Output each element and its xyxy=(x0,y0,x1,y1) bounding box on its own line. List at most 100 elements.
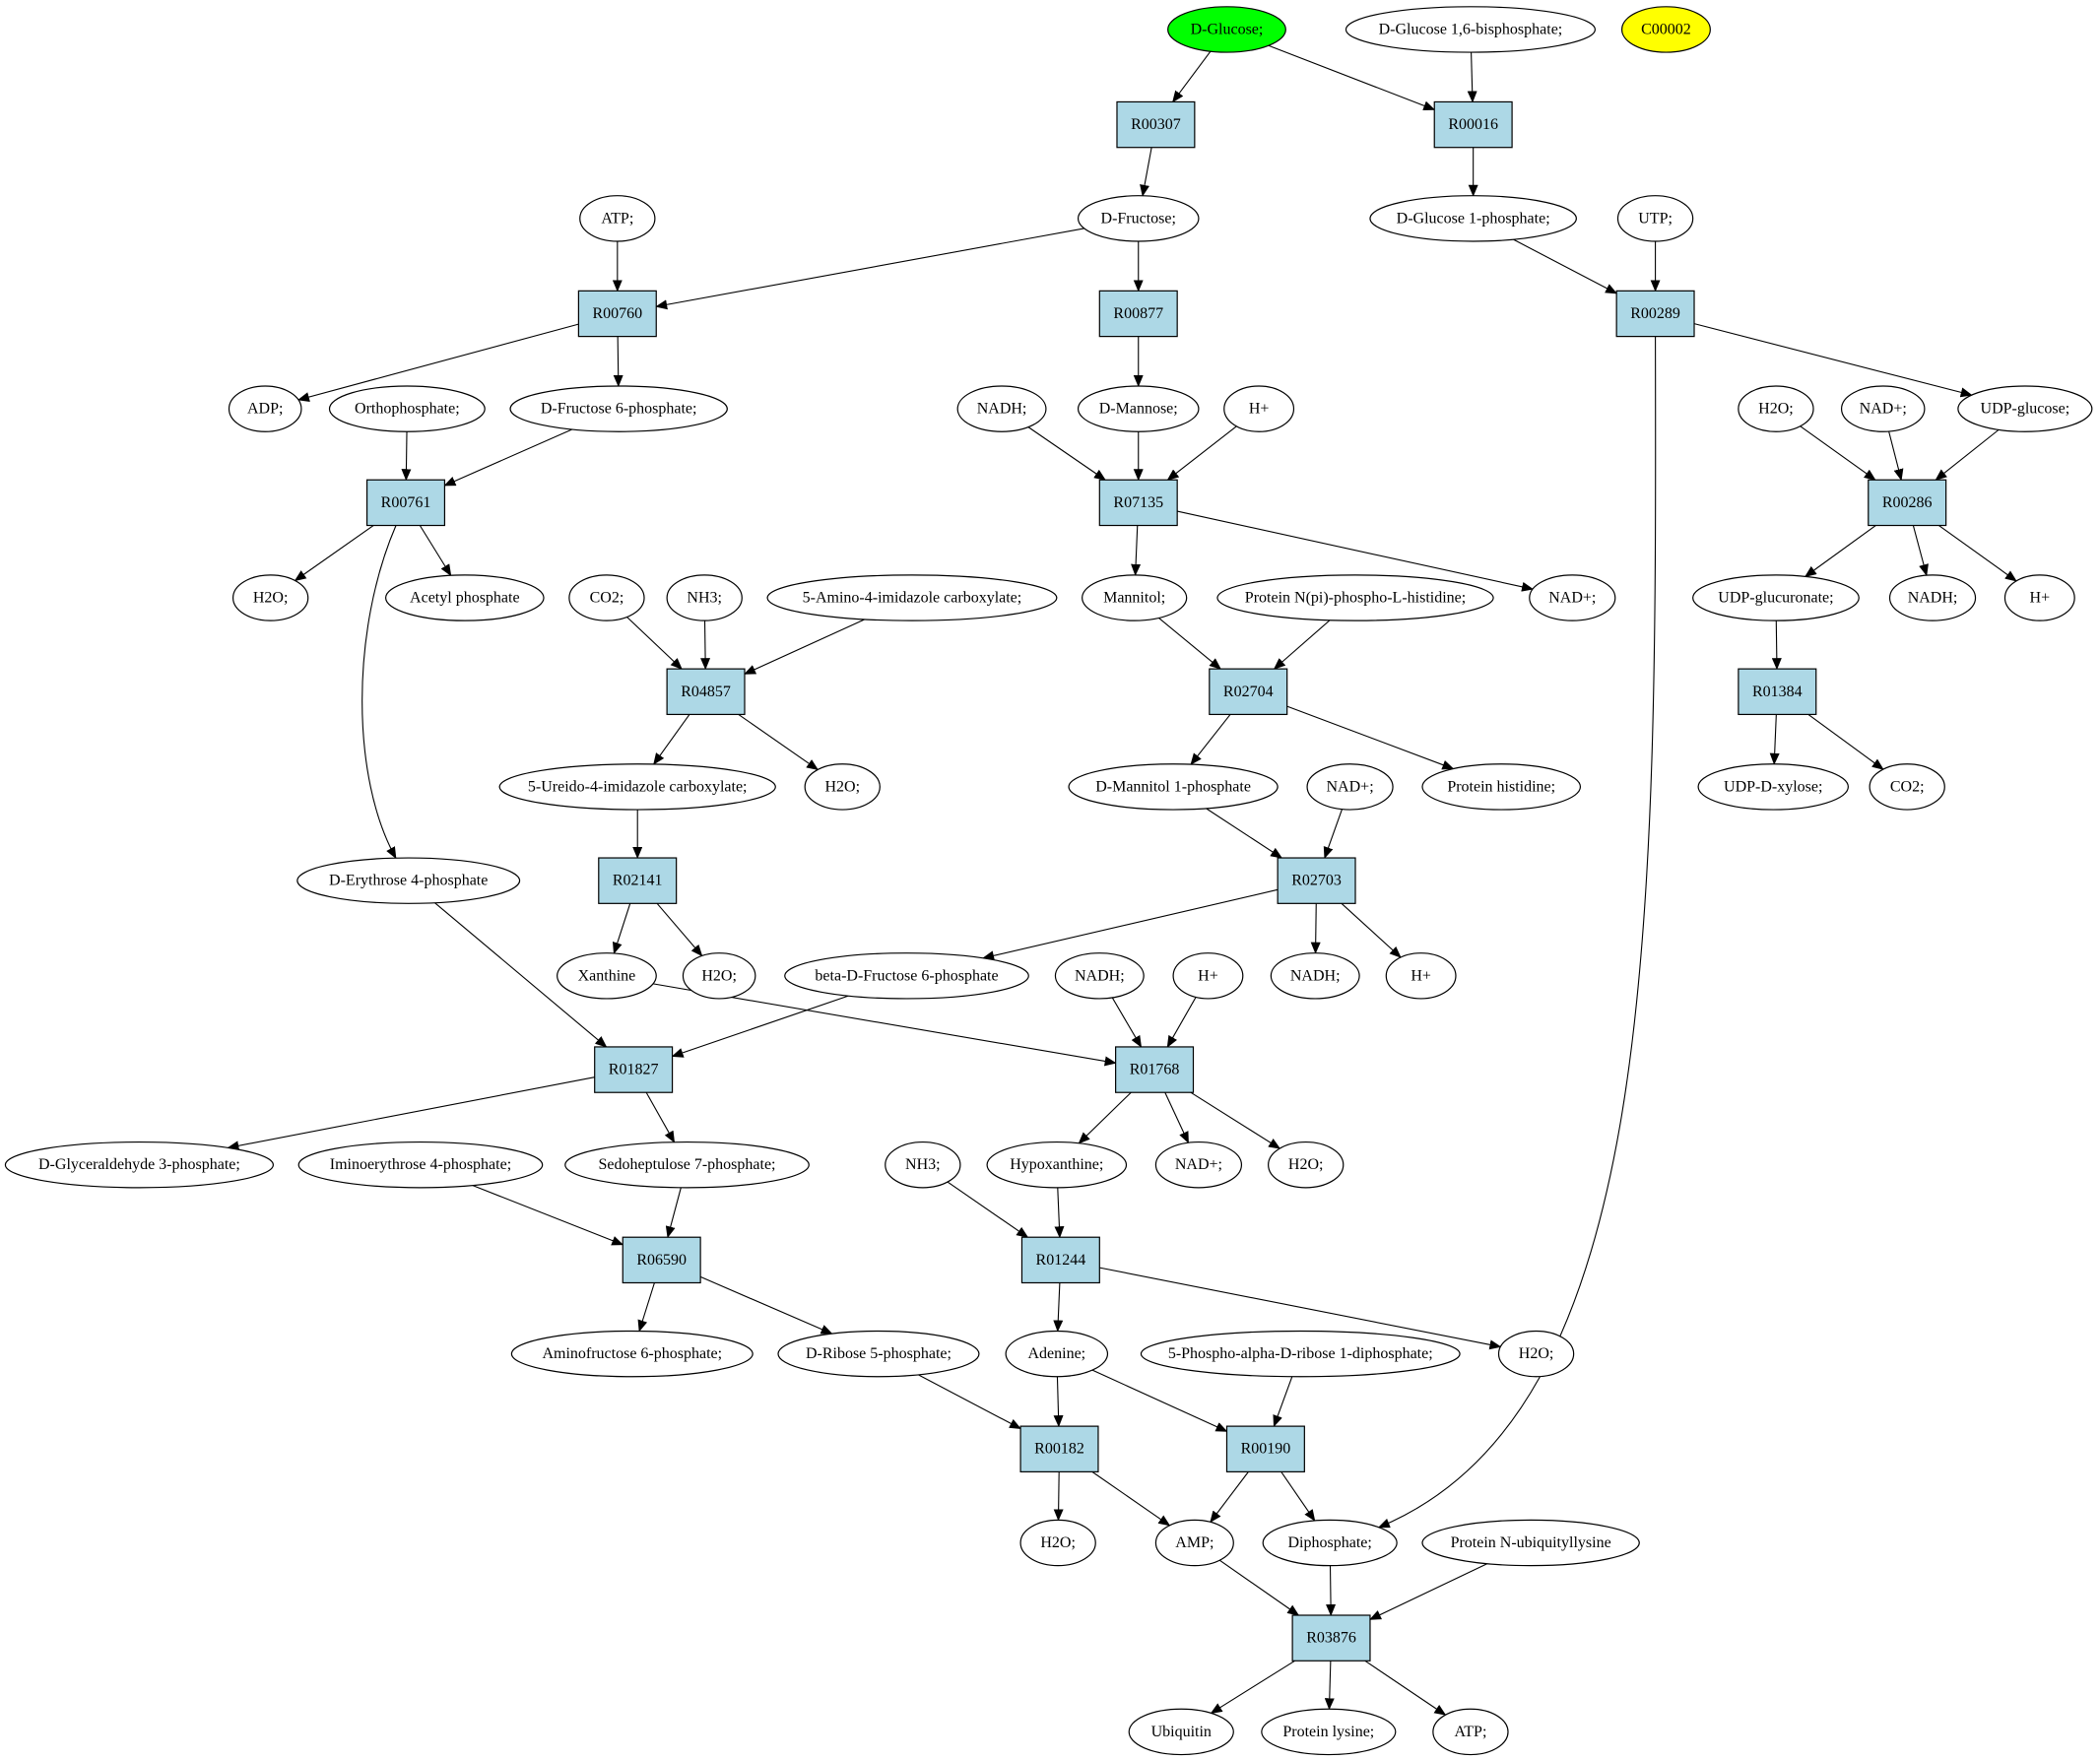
compound-node-n_co2_b[interactable]: CO2; xyxy=(1869,763,1945,811)
compound-node-n_nh3_a[interactable]: NH3; xyxy=(666,574,743,621)
compound-node-n_nadplus_r1768[interactable]: NAD+; xyxy=(1154,1141,1243,1189)
compound-node-n_g16bp[interactable]: D-Glucose 1,6-bisphosphate; xyxy=(1345,6,1596,53)
reaction-node-r_R02703[interactable]: R02703 xyxy=(1277,857,1356,904)
compound-node-n_nadh_r1768[interactable]: NADH; xyxy=(1054,952,1145,1000)
compound-node-n_xanthine[interactable]: Xanthine xyxy=(557,952,657,1000)
reaction-box xyxy=(1615,290,1695,338)
compound-node-n_co2_a[interactable]: CO2; xyxy=(568,574,645,621)
compound-node-n_prpp[interactable]: 5-Phospho-alpha-D-ribose 1-diphosphate; xyxy=(1140,1330,1461,1378)
reaction-node-r_R02141[interactable]: R02141 xyxy=(598,857,678,904)
node-label: R00286 xyxy=(1882,494,1933,511)
compound-node-n_nadplus_r2703[interactable]: NAD+; xyxy=(1306,763,1394,811)
node-label: UDP-glucose; xyxy=(1981,401,2070,418)
compound-node-n_nadh_r286[interactable]: NADH; xyxy=(1888,574,1977,621)
compound-ellipse xyxy=(564,1141,810,1189)
compound-node-n_diphosphate[interactable]: Diphosphate; xyxy=(1262,1519,1398,1567)
reaction-node-r_R00760[interactable]: R00760 xyxy=(577,290,657,338)
edge-r_R01827-to-n_s7p xyxy=(645,1091,676,1143)
compound-node-n_nadh_r2703[interactable]: NADH; xyxy=(1270,952,1360,1000)
compound-node-n_pnphis[interactable]: Protein N(pi)-phospho-L-histidine; xyxy=(1216,574,1494,621)
reaction-node-r_R00877[interactable]: R00877 xyxy=(1098,290,1178,338)
node-label: Xanthine xyxy=(578,967,636,984)
compound-node-n_nadh_1[interactable]: NADH; xyxy=(956,385,1047,432)
compound-node-n_m1p[interactable]: D-Mannitol 1-phosphate xyxy=(1068,763,1279,811)
compound-node-n_hplus_r286[interactable]: H+ xyxy=(2003,574,2075,621)
edge-n_h2o_r286-to-r_R00286 xyxy=(1800,425,1876,481)
reaction-node-r_R01768[interactable]: R01768 xyxy=(1115,1046,1195,1093)
compound-node-n_nh3_b[interactable]: NH3; xyxy=(885,1141,961,1189)
compound-node-n_acetylp[interactable]: Acetyl phosphate xyxy=(384,574,545,621)
reaction-node-r_R01827[interactable]: R01827 xyxy=(594,1046,674,1093)
compound-node-n_g3p[interactable]: D-Glyceraldehyde 3-phosphate; xyxy=(4,1141,274,1189)
reaction-node-r_R04857[interactable]: R04857 xyxy=(666,668,746,716)
compound-node-n_phis[interactable]: Protein histidine; xyxy=(1421,763,1582,811)
compound-node-n_h2o_r4857[interactable]: H2O; xyxy=(804,763,881,811)
reaction-node-r_R02704[interactable]: R02704 xyxy=(1209,668,1288,716)
compound-node-n_h2o_r2141[interactable]: H2O; xyxy=(682,952,756,1000)
compound-node-n_aic[interactable]: 5-Amino-4-imidazole carboxylate; xyxy=(766,574,1058,621)
reaction-node-r_R00289[interactable]: R00289 xyxy=(1615,290,1695,338)
compound-ellipse xyxy=(1270,952,1360,1000)
node-label: NAD+; xyxy=(1327,778,1374,795)
compound-node-n_atp_top[interactable]: ATP; xyxy=(579,195,656,242)
compound-node-n_hplus_1[interactable]: H+ xyxy=(1223,385,1295,432)
compound-node-n_pnubi[interactable]: Protein N-ubiquityllysine xyxy=(1421,1519,1640,1567)
reaction-box xyxy=(365,479,446,527)
compound-node-n_s7p[interactable]: Sedoheptulose 7-phosphate; xyxy=(564,1141,810,1189)
compound-node-n_ie4p[interactable]: Iminoerythrose 4-phosphate; xyxy=(297,1141,544,1189)
compound-node-n_c00002[interactable]: C00002 xyxy=(1620,6,1711,53)
compound-node-n_h2o_r1768[interactable]: H2O; xyxy=(1268,1141,1345,1189)
compound-node-n_g1p[interactable]: D-Glucose 1-phosphate; xyxy=(1369,195,1577,242)
reaction-node-r_R00016[interactable]: R00016 xyxy=(1433,100,1513,149)
compound-node-n_nadplus_r286[interactable]: NAD+; xyxy=(1840,385,1926,432)
reaction-node-r_R00761[interactable]: R00761 xyxy=(365,479,446,527)
compound-node-n_af6p[interactable]: Aminofructose 6-phosphate; xyxy=(510,1330,754,1378)
compound-node-n_udpglucuronate[interactable]: UDP-glucuronate; xyxy=(1692,574,1860,621)
compound-node-n_amp[interactable]: AMP; xyxy=(1154,1519,1234,1567)
reaction-node-r_R01244[interactable]: R01244 xyxy=(1020,1236,1100,1284)
compound-node-n_h2o_r1244[interactable]: H2O; xyxy=(1497,1330,1575,1378)
compound-node-n_ubiquitin[interactable]: Ubiquitin xyxy=(1128,1708,1234,1756)
compound-node-n_nadplus_r7135[interactable]: NAD+; xyxy=(1529,574,1616,621)
reaction-node-r_R01384[interactable]: R01384 xyxy=(1738,668,1817,716)
edge-r_R01244-to-n_h2o_r1244 xyxy=(1099,1267,1502,1350)
compound-node-n_fructose[interactable]: D-Fructose; xyxy=(1077,195,1200,242)
edge-r_R02704-to-n_m1p xyxy=(1190,714,1231,765)
compound-node-n_r5p[interactable]: D-Ribose 5-phosphate; xyxy=(777,1330,980,1378)
compound-node-n_mannitol[interactable]: Mannitol; xyxy=(1082,574,1188,621)
compound-node-n_atp_bottom[interactable]: ATP; xyxy=(1432,1708,1509,1756)
compound-node-n_udpxylose[interactable]: UDP-D-xylose; xyxy=(1697,763,1849,811)
compound-node-n_e4p[interactable]: D-Erythrose 4-phosphate xyxy=(296,857,521,904)
reaction-node-r_R00182[interactable]: R00182 xyxy=(1019,1425,1099,1472)
compound-node-n_uic[interactable]: 5-Ureido-4-imidazole carboxylate; xyxy=(498,763,776,811)
reaction-node-r_R06590[interactable]: R06590 xyxy=(622,1236,701,1284)
edge-r_R00761-to-n_h2o_r761 xyxy=(294,525,374,582)
node-label: CO2; xyxy=(590,590,624,607)
compound-node-n_adp[interactable]: ADP; xyxy=(228,385,302,432)
compound-node-n_hplus_r1768[interactable]: H+ xyxy=(1172,952,1244,1000)
compound-node-n_h2o_r761[interactable]: H2O; xyxy=(231,574,309,621)
node-label: H+ xyxy=(1249,401,1270,418)
compound-node-n_hplus_r2703[interactable]: H+ xyxy=(1385,952,1457,1000)
compound-node-n_udpglucose[interactable]: UDP-glucose; xyxy=(1957,385,2093,432)
reaction-node-r_R00286[interactable]: R00286 xyxy=(1868,479,1947,527)
node-label: H+ xyxy=(1198,967,1218,984)
compound-node-n_adenine[interactable]: Adenine; xyxy=(1005,1330,1109,1378)
reaction-node-r_R00307[interactable]: R00307 xyxy=(1116,100,1196,149)
compound-node-n_bf6p[interactable]: beta-D-Fructose 6-phosphate xyxy=(784,952,1029,1000)
node-label: R02704 xyxy=(1223,684,1274,700)
compound-node-n_orthophosphate[interactable]: Orthophosphate; xyxy=(328,385,486,432)
reaction-node-r_R07135[interactable]: R07135 xyxy=(1098,479,1178,527)
compound-node-n_f6p[interactable]: D-Fructose 6-phosphate; xyxy=(509,385,728,432)
compound-node-n_glucose[interactable]: D-Glucose; xyxy=(1167,6,1286,53)
reaction-node-r_R03876[interactable]: R03876 xyxy=(1291,1614,1371,1662)
compound-node-n_plysine[interactable]: Protein lysine; xyxy=(1261,1708,1397,1756)
compound-node-n_h2o_r286[interactable]: H2O; xyxy=(1738,385,1814,432)
compound-ellipse xyxy=(1019,1519,1096,1567)
compound-node-n_mannose[interactable]: D-Mannose; xyxy=(1077,385,1200,432)
compound-ellipse xyxy=(1432,1708,1509,1756)
compound-node-n_utp[interactable]: UTP; xyxy=(1616,195,1694,242)
compound-node-n_h2o_r182[interactable]: H2O; xyxy=(1019,1519,1096,1567)
reaction-node-r_R00190[interactable]: R00190 xyxy=(1225,1425,1305,1472)
compound-node-n_hypoxanthine[interactable]: Hypoxanthine; xyxy=(986,1141,1128,1189)
